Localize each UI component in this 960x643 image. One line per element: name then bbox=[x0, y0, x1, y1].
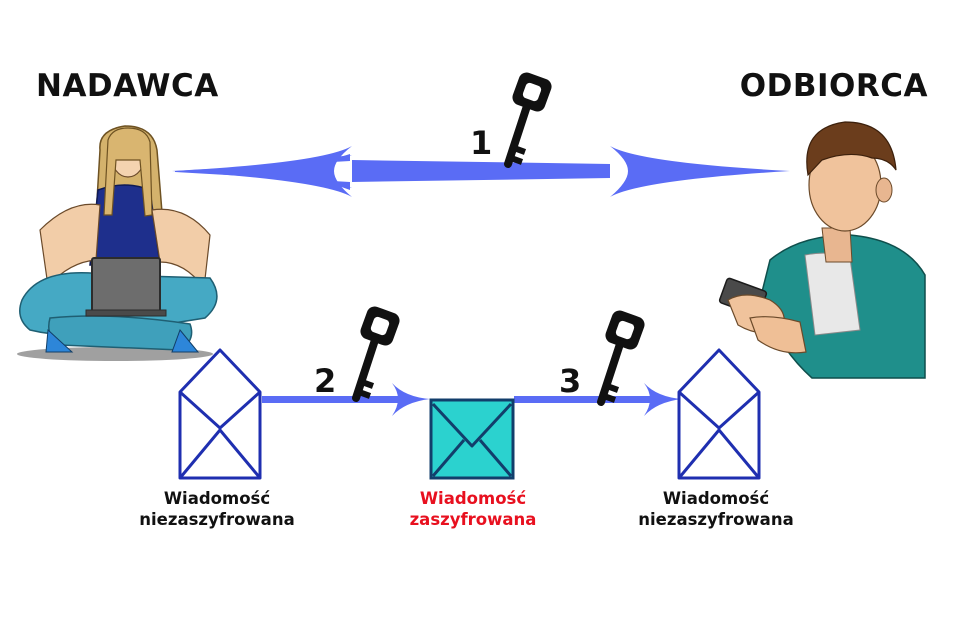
key-icon-2 bbox=[356, 304, 402, 398]
receiver-label: ODBIORCA bbox=[739, 68, 928, 104]
caption-line: Wiadomość bbox=[419, 489, 527, 508]
key-icon-3 bbox=[601, 308, 647, 402]
caption-unencrypted-right: Wiadomość niezaszyfrowana bbox=[596, 488, 836, 530]
caption-line: zaszyfrowana bbox=[409, 510, 537, 529]
shared-key-arrow bbox=[172, 146, 790, 197]
sender-illustration bbox=[17, 125, 218, 361]
envelope-icon-unencrypted-left bbox=[178, 348, 262, 480]
receiver-illustration bbox=[718, 121, 926, 379]
decrypt-arrow bbox=[514, 383, 682, 416]
envelope-icon-encrypted bbox=[429, 398, 515, 480]
caption-encrypted: Wiadomość zaszyfrowana bbox=[353, 488, 593, 530]
envelope-icon-unencrypted-right bbox=[677, 348, 761, 480]
caption-unencrypted-left: Wiadomość niezaszyfrowana bbox=[97, 488, 337, 530]
caption-line: Wiadomość bbox=[163, 489, 271, 508]
step-number-3: 3 bbox=[559, 362, 581, 400]
encrypt-arrow bbox=[262, 383, 430, 416]
step-number-1: 1 bbox=[470, 124, 492, 162]
step-number-2: 2 bbox=[314, 362, 336, 400]
sender-label: NADAWCA bbox=[36, 68, 219, 104]
caption-line: Wiadomość bbox=[662, 489, 770, 508]
key-icon-1 bbox=[508, 70, 554, 164]
caption-line: niezaszyfrowana bbox=[139, 510, 295, 529]
caption-line: niezaszyfrowana bbox=[638, 510, 794, 529]
